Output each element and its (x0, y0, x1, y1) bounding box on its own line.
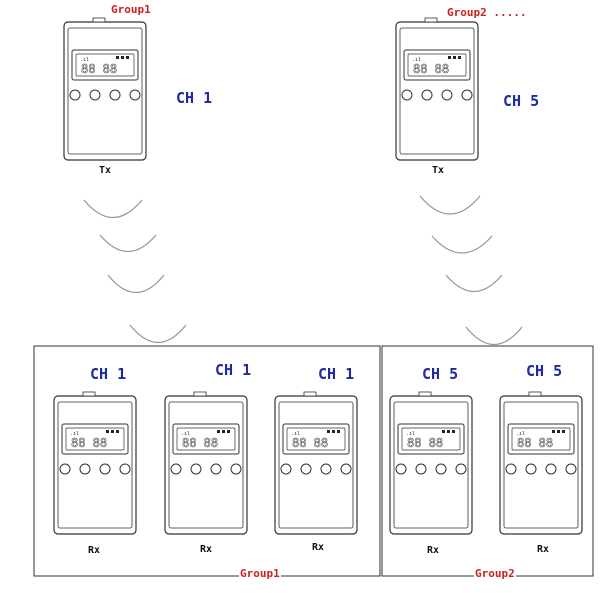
receiver-group1-box (33, 345, 381, 577)
rx-channel-label-5: CH 5 (526, 362, 563, 380)
tx-channel-label-1: CH 1 (176, 89, 213, 107)
transmitter-device-group2 (395, 17, 479, 161)
tx-label-1: Tx (99, 165, 112, 176)
receiver-device-1 (53, 391, 137, 535)
rx-channel-label-4: CH 5 (422, 365, 459, 383)
group1-title-bottom: Group1 (239, 567, 281, 580)
transmitter-device-group1 (63, 17, 147, 161)
rx-label-3: Rx (312, 542, 325, 553)
rx-label-1: Rx (88, 545, 101, 556)
tx-label-2: Tx (432, 165, 445, 176)
group2-title-top: Group2 ..... (447, 6, 527, 19)
rx-channel-label-3: CH 1 (318, 365, 355, 383)
rx-label-5: Rx (537, 544, 550, 555)
signal-waves-left (83, 199, 187, 343)
rx-label-4: Rx (427, 545, 440, 556)
receiver-device-2 (164, 391, 248, 535)
rx-channel-label-2: CH 1 (215, 361, 252, 379)
rx-label-2: Rx (200, 544, 213, 555)
receiver-device-4 (389, 391, 473, 535)
signal-waves-right (419, 195, 523, 345)
receiver-device-3 (274, 391, 358, 535)
tx-channel-label-2: CH 5 (503, 92, 540, 110)
group1-title-top: Group1 (111, 3, 151, 16)
receiver-device-5 (499, 391, 583, 535)
rx-channel-label-1: CH 1 (90, 365, 127, 383)
group2-title-bottom: Group2 (474, 567, 516, 580)
